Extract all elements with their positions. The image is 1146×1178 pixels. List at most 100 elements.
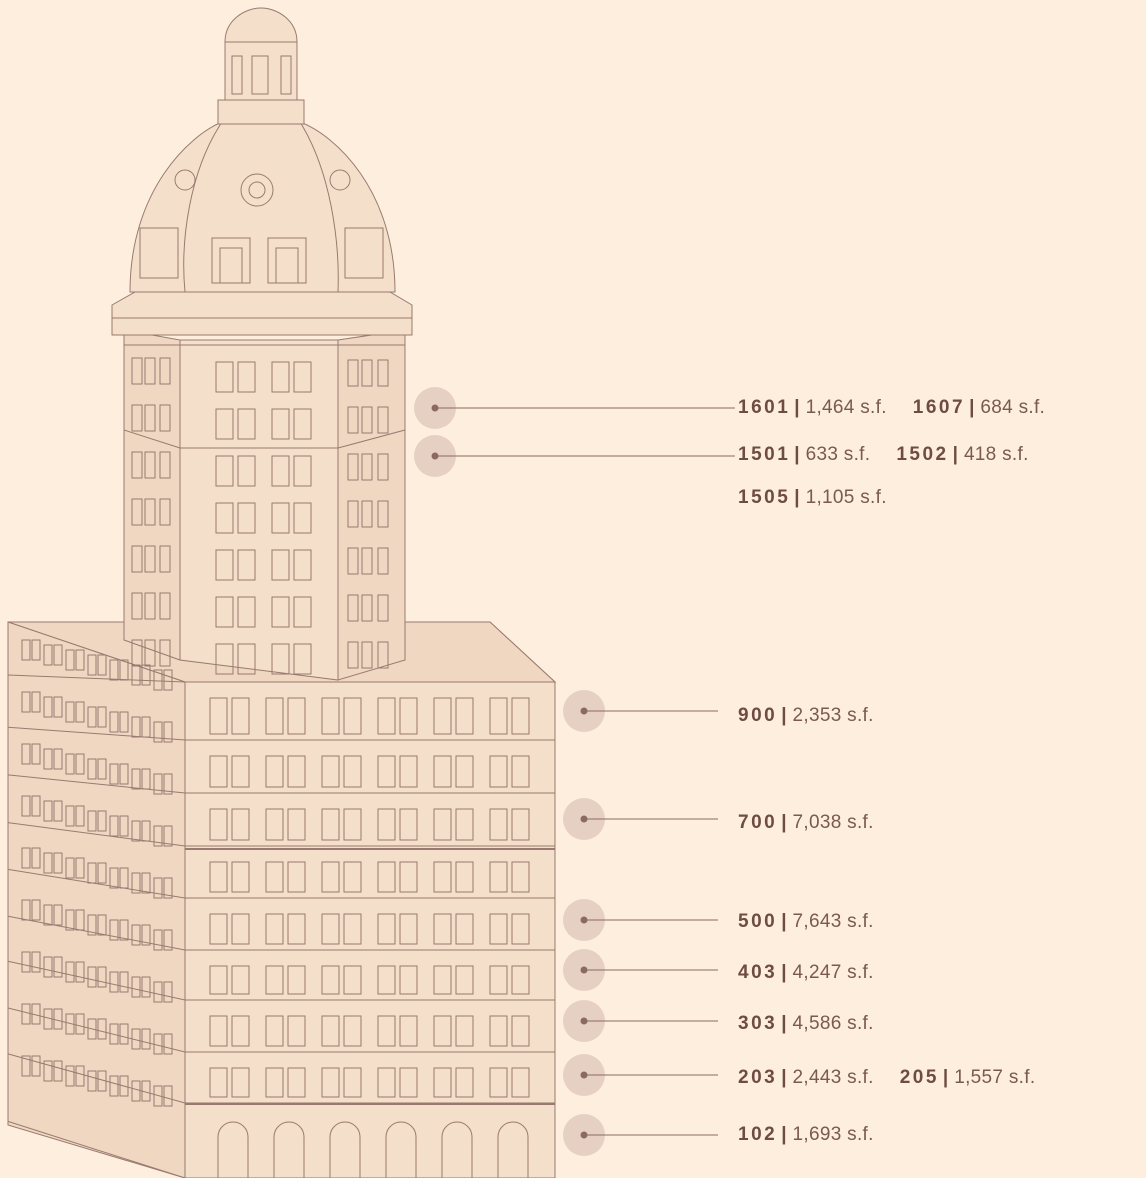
floor-label-5[interactable]: 500|7,643 s.f. <box>738 910 900 934</box>
side-window <box>141 1028 151 1050</box>
side-window <box>43 1008 53 1030</box>
tower-side-window <box>131 639 143 667</box>
window <box>209 913 228 945</box>
floor-label-3[interactable]: 303|4,586 s.f. <box>738 1012 900 1036</box>
side-dormer <box>139 227 179 279</box>
floor-label-15[interactable]: 1501|633 s.f. 1502|418 s.f. <box>738 443 1055 467</box>
tower-side-window <box>361 453 373 481</box>
side-window <box>65 805 75 827</box>
window <box>209 697 228 735</box>
window <box>377 808 396 841</box>
window <box>231 1015 250 1047</box>
tower-side-window <box>347 453 359 481</box>
window <box>343 808 362 841</box>
floor-label-16[interactable]: 1601|1,464 s.f.1607|684 s.f. <box>738 396 1071 420</box>
window <box>399 861 418 893</box>
front-face <box>184 621 556 1178</box>
window <box>265 1067 284 1098</box>
tower-front-face <box>179 339 339 681</box>
window <box>511 1067 530 1098</box>
tower-window <box>237 455 256 487</box>
side-window <box>109 711 119 733</box>
tower-side-window <box>361 406 373 434</box>
side-window <box>141 820 151 842</box>
floor-label-1[interactable]: 102|1,693 s.f. <box>738 1123 900 1147</box>
tower-window <box>271 643 290 675</box>
unit-1502: 1502|418 s.f. <box>896 444 1029 465</box>
floor-label-9[interactable]: 900|2,353 s.f. <box>738 704 900 728</box>
floor-markers <box>414 387 735 1156</box>
tower-side-window <box>159 592 171 620</box>
side-window <box>87 966 97 988</box>
dormer-window <box>275 247 299 284</box>
side-window <box>87 758 97 780</box>
window <box>377 913 396 945</box>
side-window <box>109 1075 119 1097</box>
window <box>321 1067 340 1098</box>
window <box>399 697 418 735</box>
floor-label-7[interactable]: 700|7,038 s.f. <box>738 811 900 835</box>
window <box>399 1067 418 1098</box>
side-window <box>109 1023 119 1045</box>
side-window <box>31 691 41 713</box>
window <box>321 808 340 841</box>
arched-door <box>329 1121 361 1178</box>
tower-floor-line <box>123 429 181 449</box>
floor-label-15b[interactable]: 1505|1,105 s.f. <box>738 486 913 510</box>
side-window <box>153 825 163 847</box>
unit-700: 700|7,038 s.f. <box>738 812 874 833</box>
window <box>511 1015 530 1047</box>
side-window <box>97 914 107 936</box>
floor-label-2[interactable]: 203|2,443 s.f.205|1,557 s.f. <box>738 1066 1061 1090</box>
side-window <box>53 904 63 926</box>
window <box>455 697 474 735</box>
tower-window <box>237 502 256 534</box>
side-window <box>87 706 97 728</box>
window <box>433 965 452 995</box>
tower-window <box>293 361 312 393</box>
side-window <box>97 654 107 676</box>
unit-1501: 1501|633 s.f. <box>738 444 871 465</box>
window <box>209 1015 228 1047</box>
window <box>511 697 530 735</box>
side-window <box>53 748 63 770</box>
floor-label-4[interactable]: 403|4,247 s.f. <box>738 961 900 985</box>
window <box>399 1015 418 1047</box>
lantern-base <box>217 99 305 125</box>
tower-window <box>271 408 290 440</box>
window <box>455 861 474 893</box>
tower-side-window <box>377 641 389 669</box>
side-window <box>163 825 173 847</box>
side-window <box>75 857 85 879</box>
unit-900: 900|2,353 s.f. <box>738 705 874 726</box>
dormer-window <box>219 247 243 284</box>
tower-side-window <box>377 406 389 434</box>
window <box>343 755 362 788</box>
side-window <box>43 956 53 978</box>
tower-side-window <box>347 406 359 434</box>
window <box>377 965 396 995</box>
side-window <box>131 716 141 738</box>
window <box>399 755 418 788</box>
dome <box>129 7 396 293</box>
side-floor-line <box>7 822 186 847</box>
tower <box>111 291 413 681</box>
side-window <box>31 639 41 661</box>
side-window <box>31 743 41 765</box>
tower-side-window <box>144 545 156 573</box>
tower-side-window <box>159 639 171 667</box>
tower-side-window <box>131 498 143 526</box>
dome-rib <box>183 121 223 293</box>
window <box>377 861 396 893</box>
tower-window <box>271 502 290 534</box>
tower-side-window <box>347 594 359 622</box>
window <box>377 1067 396 1098</box>
side-window <box>43 1060 53 1082</box>
tower-window <box>237 643 256 675</box>
side-window <box>53 956 63 978</box>
lantern-window <box>231 55 243 95</box>
window <box>489 913 508 945</box>
window <box>209 755 228 788</box>
side-window <box>119 867 129 889</box>
side-window <box>131 820 141 842</box>
